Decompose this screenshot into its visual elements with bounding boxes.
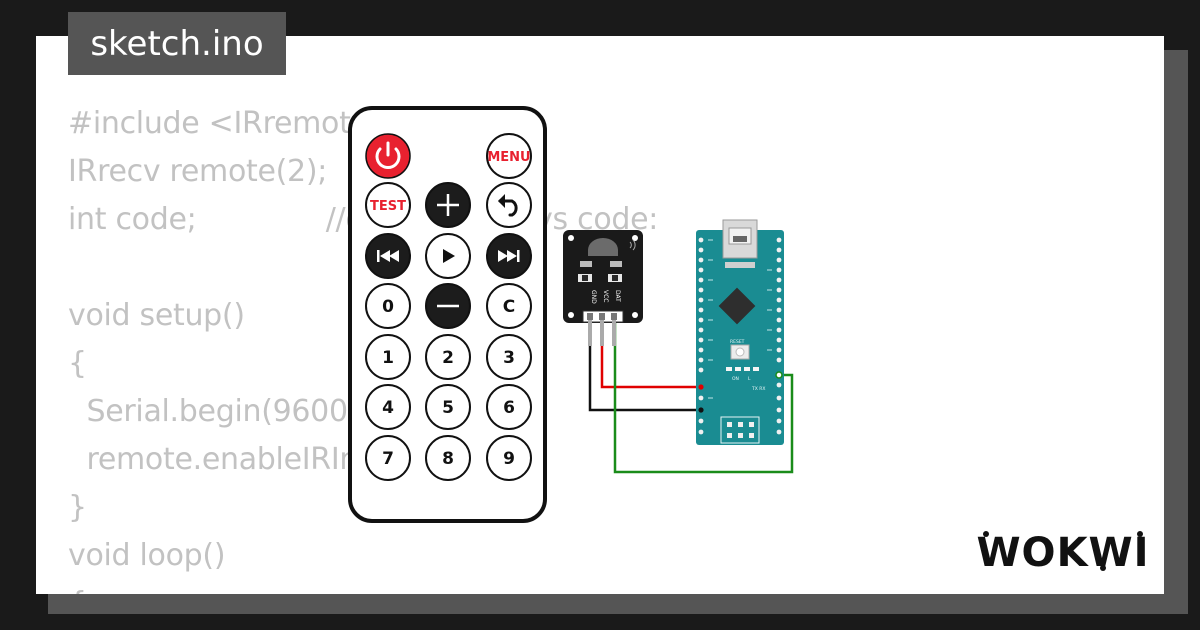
signal-waves-icon	[629, 239, 636, 251]
remote-digit-9-button[interactable]: 9	[486, 435, 532, 481]
pin-vcc-label: VCC	[602, 290, 609, 302]
digit-5-label: 5	[442, 398, 454, 418]
remote-next-button[interactable]	[486, 233, 532, 279]
code-line: }	[68, 490, 87, 525]
back-arrow-icon	[498, 194, 518, 217]
pin-dat-label: DAT	[614, 290, 621, 302]
digit-3-label: 3	[503, 348, 515, 368]
menu-label: MENU	[487, 150, 530, 165]
play-icon	[443, 249, 455, 263]
digit-2-label: 2	[442, 348, 454, 368]
wire-black-gnd	[588, 320, 700, 412]
remote-c-button[interactable]: C	[486, 283, 532, 329]
wire-red-vcc	[600, 320, 700, 389]
usb-connector	[722, 219, 758, 268]
digit-6-label: 6	[503, 398, 515, 418]
pin-header-left	[698, 237, 704, 435]
remote-digit-5-button[interactable]: 5	[425, 384, 471, 430]
digit-1-label: 1	[382, 348, 394, 368]
remote-digit-0-button[interactable]: 0	[365, 283, 411, 329]
fast-forward-icon	[498, 250, 520, 262]
remote-prev-button[interactable]	[365, 233, 411, 279]
digit-0-label: 0	[382, 297, 394, 317]
pin-header-right	[775, 237, 783, 435]
remote-minus-button[interactable]	[425, 283, 471, 329]
remote-digit-2-button[interactable]: 2	[425, 334, 471, 380]
test-label: TEST	[370, 199, 406, 214]
power-icon	[375, 141, 401, 169]
on-label: ON	[732, 376, 739, 382]
code-line: {	[68, 586, 87, 594]
status-leds	[726, 367, 759, 371]
arduino-nano-board[interactable]: RESET ON L TX RX	[696, 219, 784, 445]
microcontroller-chip	[718, 287, 756, 325]
icsp-header	[720, 416, 760, 444]
wokwi-logo-text: WOKWI	[976, 530, 1149, 576]
remote-digit-4-button[interactable]: 4	[365, 384, 411, 430]
remote-digit-1-button[interactable]: 1	[365, 334, 411, 380]
plus-icon	[437, 194, 459, 216]
ir-receiver-module[interactable]: GND VCC DAT	[563, 230, 643, 346]
remote-test-button[interactable]: TEST	[365, 182, 411, 228]
digit-9-label: 9	[503, 449, 515, 469]
wire-green-dat	[613, 320, 794, 474]
remote-digit-6-button[interactable]: 6	[486, 384, 532, 430]
logo-circuit-dots	[983, 531, 1143, 571]
code-line: remote.enableIRIn();	[68, 442, 391, 477]
code-line: Serial.begin(9600);	[68, 394, 369, 429]
code-line: {	[68, 346, 87, 381]
remote-digit-3-button[interactable]: 3	[486, 334, 532, 380]
sketch-filename-tab[interactable]: sketch.ino	[68, 12, 286, 75]
code-line: void loop()	[68, 538, 226, 573]
remote-back-button[interactable]	[486, 182, 532, 228]
ir-remote[interactable]: MENU TEST	[348, 106, 547, 523]
remote-digit-8-button[interactable]: 8	[425, 435, 471, 481]
board-silkscreen	[708, 239, 772, 399]
remote-power-button[interactable]	[365, 133, 411, 179]
digit-7-label: 7	[382, 449, 394, 469]
rewind-icon	[377, 250, 399, 262]
digit-4-label: 4	[382, 398, 394, 418]
remote-menu-button[interactable]: MENU	[486, 133, 532, 179]
remote-play-button[interactable]	[425, 233, 471, 279]
pin-gnd-label: GND	[590, 290, 597, 304]
txrx-label: TX RX	[751, 386, 765, 392]
remote-plus-button[interactable]	[425, 182, 471, 228]
wokwi-logo: WOKWI	[976, 530, 1149, 576]
reset-button[interactable]	[730, 344, 750, 360]
digit-8-label: 8	[442, 449, 454, 469]
remote-digit-7-button[interactable]: 7	[365, 435, 411, 481]
l-led-label: L	[748, 376, 751, 382]
c-label: C	[503, 297, 515, 317]
code-line: void setup()	[68, 298, 245, 333]
reset-label: RESET	[730, 339, 745, 345]
sketch-filename: sketch.ino	[90, 23, 264, 64]
code-line: IRrecv remote(2);	[68, 154, 328, 189]
